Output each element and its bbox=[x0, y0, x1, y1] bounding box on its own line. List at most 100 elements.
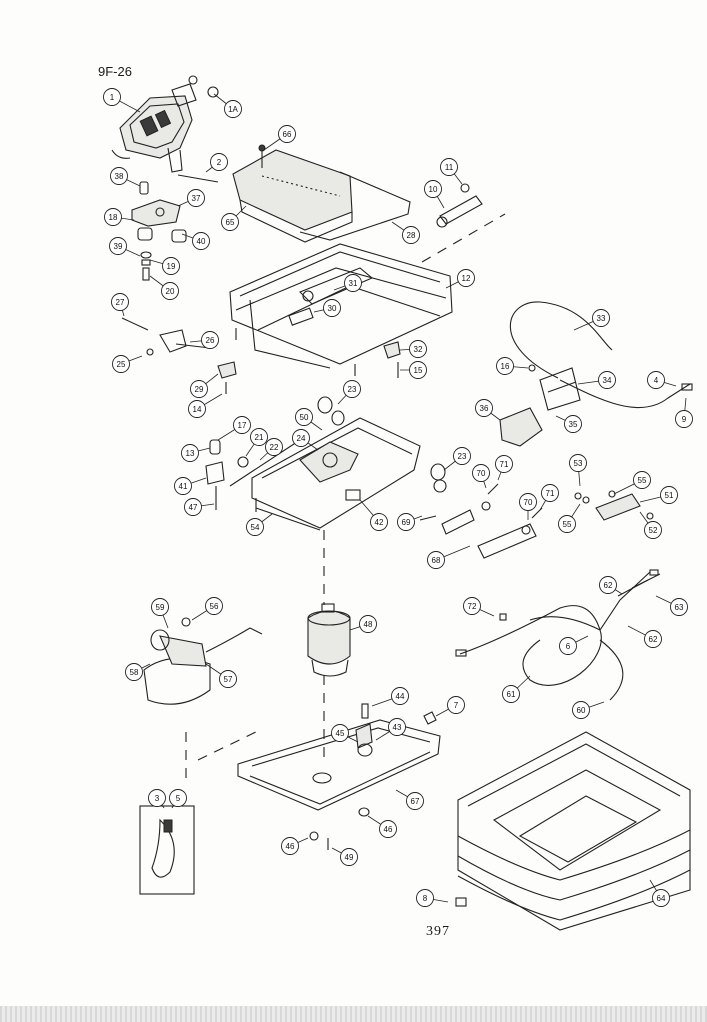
callout-label-15: 15 bbox=[414, 366, 423, 375]
callout-label-3: 3 bbox=[155, 794, 160, 803]
callout-circle-30 bbox=[323, 299, 341, 317]
callout-circle-11 bbox=[440, 158, 458, 176]
callout-circle-71 bbox=[495, 455, 513, 473]
callout-label-71: 71 bbox=[500, 460, 509, 469]
callout-label-16: 16 bbox=[501, 362, 510, 371]
callout-label-13: 13 bbox=[186, 449, 195, 458]
callout-label-64: 64 bbox=[657, 894, 666, 903]
seat-cushion-assembly bbox=[232, 144, 411, 243]
callout-circle-68 bbox=[427, 551, 445, 569]
callout-circle-59 bbox=[151, 598, 169, 616]
callout-circle-40 bbox=[192, 232, 210, 250]
callout-label-1: 1 bbox=[110, 93, 115, 102]
callout-label-53: 53 bbox=[574, 459, 583, 468]
callout-circle-61 bbox=[502, 685, 520, 703]
callout-label-57: 57 bbox=[224, 675, 233, 684]
callout-label-68: 68 bbox=[432, 556, 441, 565]
callout-circle-46 bbox=[379, 820, 397, 838]
callout-circle-8 bbox=[416, 889, 434, 907]
callout-circle-23 bbox=[453, 447, 471, 465]
cable-and-pedal bbox=[499, 301, 693, 447]
callout-circle-2 bbox=[210, 153, 228, 171]
shock-cylinder bbox=[574, 490, 654, 521]
callout-circle-31 bbox=[344, 274, 362, 292]
callout-label-30: 30 bbox=[328, 304, 337, 313]
callout-circle-16 bbox=[496, 357, 514, 375]
callout-circle-18 bbox=[104, 208, 122, 226]
callout-circle-14 bbox=[188, 400, 206, 418]
callout-label-33: 33 bbox=[597, 314, 606, 323]
callout-circle-48 bbox=[359, 615, 377, 633]
callout-circle-36 bbox=[475, 399, 493, 417]
callout-circle-54 bbox=[246, 518, 264, 536]
callout-label-6: 6 bbox=[566, 642, 571, 651]
callout-label-9: 9 bbox=[682, 415, 687, 424]
callout-circle-39 bbox=[109, 237, 127, 255]
callout-label-66: 66 bbox=[283, 130, 292, 139]
callout-label-27: 27 bbox=[116, 298, 125, 307]
callout-label-50: 50 bbox=[300, 413, 309, 422]
callout-label-8: 8 bbox=[423, 894, 428, 903]
callout-circle-35 bbox=[564, 415, 582, 433]
callout-label-44: 44 bbox=[396, 692, 405, 701]
callout-label-26: 26 bbox=[206, 336, 215, 345]
callout-label-23: 23 bbox=[348, 385, 357, 394]
callout-label-42: 42 bbox=[375, 518, 384, 527]
callout-circle-29 bbox=[190, 380, 208, 398]
callout-circle-60 bbox=[572, 701, 590, 719]
callout-label-54: 54 bbox=[251, 523, 260, 532]
callout-label-24: 24 bbox=[297, 434, 306, 443]
callout-circle-21 bbox=[250, 428, 268, 446]
callout-circle-20 bbox=[161, 282, 179, 300]
callout-label-7: 7 bbox=[454, 701, 459, 710]
callout-label-36: 36 bbox=[480, 404, 489, 413]
callout-circle-46 bbox=[281, 837, 299, 855]
callout-label-10: 10 bbox=[429, 185, 438, 194]
callout-label-4: 4 bbox=[654, 376, 659, 385]
callout-label-69: 69 bbox=[402, 518, 411, 527]
callout-label-47: 47 bbox=[189, 503, 198, 512]
callout-label-23: 23 bbox=[458, 452, 467, 461]
callout-label-40: 40 bbox=[197, 237, 206, 246]
callout-circle-58 bbox=[125, 663, 143, 681]
callout-circle-1 bbox=[103, 88, 121, 106]
callout-circle-37 bbox=[187, 189, 205, 207]
callout-label-5: 5 bbox=[176, 794, 181, 803]
callout-circle-71 bbox=[541, 484, 559, 502]
callout-circle-6 bbox=[559, 637, 577, 655]
damper-bracket bbox=[419, 483, 543, 559]
callout-circle-56 bbox=[205, 597, 223, 615]
callout-circle-51 bbox=[660, 486, 678, 504]
callout-label-46: 46 bbox=[384, 825, 393, 834]
callout-circle-10 bbox=[424, 180, 442, 198]
callout-circle-19 bbox=[162, 257, 180, 275]
seat-switch-console bbox=[111, 75, 219, 173]
callout-circle-27 bbox=[111, 293, 129, 311]
callout-circle-63 bbox=[670, 598, 688, 616]
callout-label-43: 43 bbox=[393, 723, 402, 732]
base-frame bbox=[237, 703, 441, 811]
callout-label-21: 21 bbox=[255, 433, 264, 442]
callout-label-12: 12 bbox=[462, 274, 471, 283]
callout-label-2: 2 bbox=[217, 158, 222, 167]
callout-circle-15 bbox=[409, 361, 427, 379]
page-number: 397 bbox=[426, 924, 450, 939]
callout-circle-41 bbox=[174, 477, 192, 495]
callout-circle-62 bbox=[599, 576, 617, 594]
callout-circle-7 bbox=[447, 696, 465, 714]
left-bushings bbox=[205, 439, 301, 510]
callout-circle-24 bbox=[292, 429, 310, 447]
callout-label-55: 55 bbox=[563, 520, 572, 529]
callout-label-67: 67 bbox=[411, 797, 420, 806]
callout-circle-55 bbox=[558, 515, 576, 533]
suspension-upper-frame bbox=[251, 396, 447, 531]
callout-circle-47 bbox=[184, 498, 202, 516]
callout-circle-43 bbox=[388, 718, 406, 736]
callout-label-34: 34 bbox=[603, 376, 612, 385]
callout-circle-49 bbox=[340, 848, 358, 866]
callout-circle-33 bbox=[592, 309, 610, 327]
callout-circle-3 bbox=[148, 789, 166, 807]
callout-circle-45 bbox=[331, 724, 349, 742]
bellows-skirt bbox=[455, 731, 691, 931]
